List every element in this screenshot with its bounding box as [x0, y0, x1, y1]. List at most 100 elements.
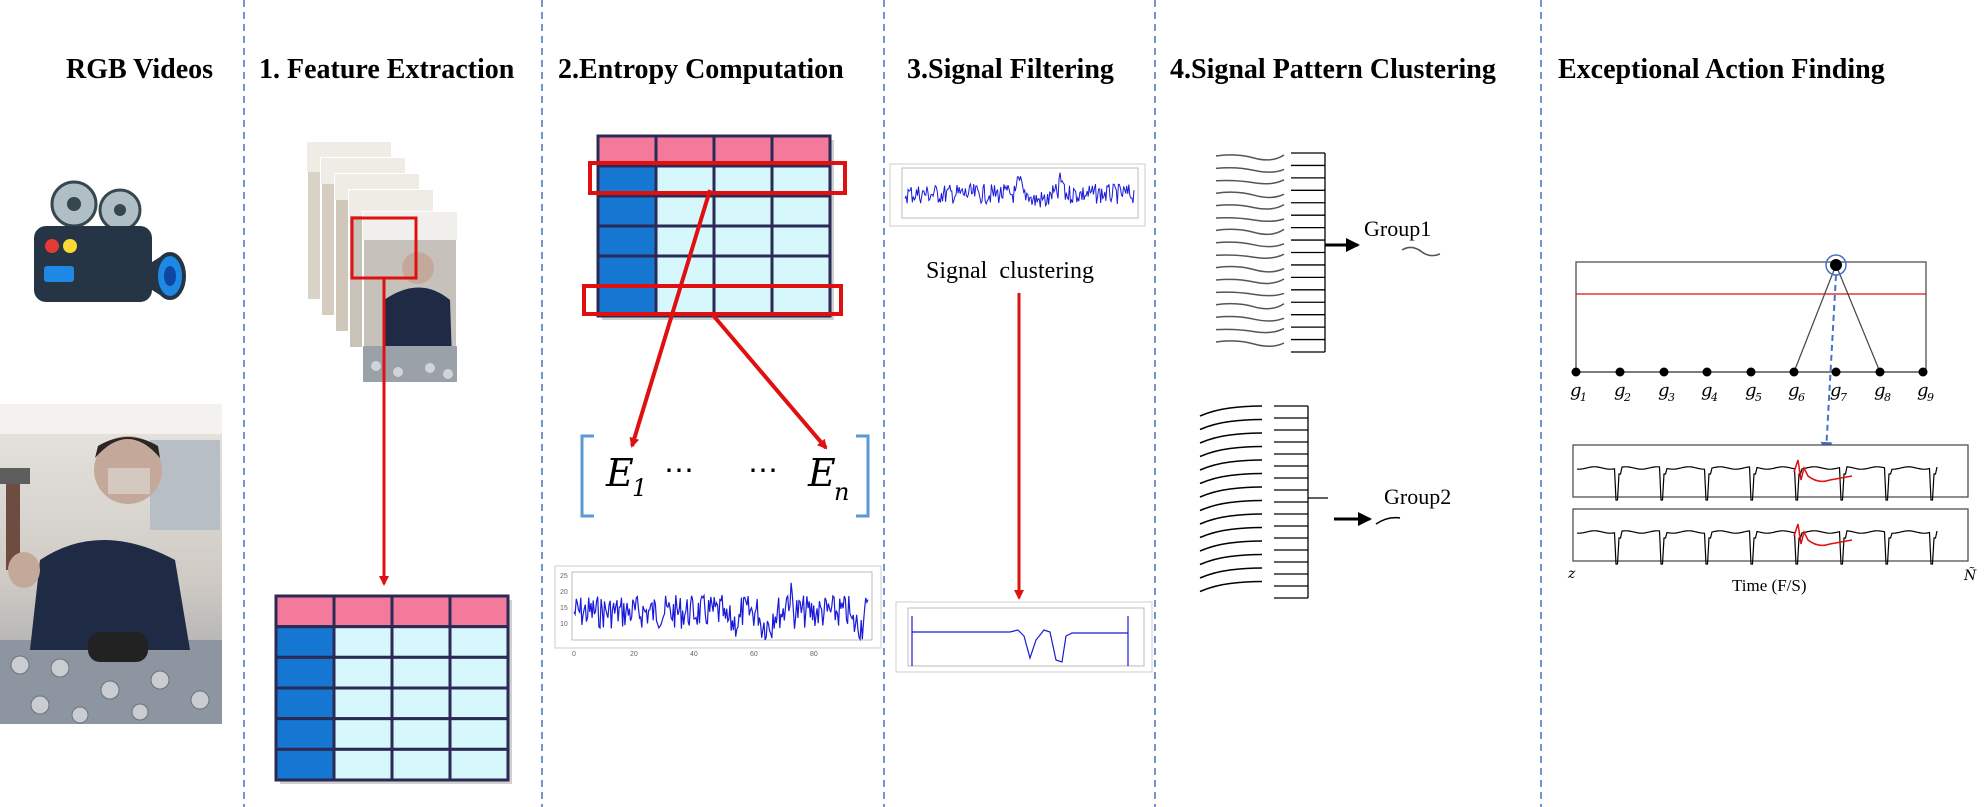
entropy-en: E [807, 451, 836, 495]
table-cell [654, 284, 716, 318]
filtered-signal-plot [895, 601, 1153, 673]
g-label: g [1701, 380, 1713, 401]
g-label-sub: 8 [1884, 391, 1891, 404]
entropy-vector: E 1 ⋯ ⋯ E n [580, 434, 870, 518]
g-label: g [1917, 380, 1929, 401]
entropy-en-sub: n [834, 478, 849, 506]
entropy-e1-sub: 1 [632, 474, 647, 502]
table-cell [596, 224, 658, 258]
table-cell [332, 717, 394, 751]
table-cell [448, 625, 510, 659]
table-cell [770, 254, 832, 288]
table-cell [448, 655, 510, 690]
signal-clustering-label: Signal clustering [926, 258, 1094, 284]
highlight-row-top [588, 161, 847, 195]
g-label-sub: 3 [1668, 391, 1675, 404]
g-label: g [1874, 380, 1886, 401]
table-cell [770, 284, 832, 318]
table-cell [390, 625, 452, 659]
action-signal-plot-2 [1572, 508, 1969, 565]
table-cell [770, 224, 832, 258]
table-cell [654, 224, 716, 258]
group-point [1875, 367, 1885, 377]
table-cell [448, 717, 510, 751]
g-label: g [1614, 380, 1626, 401]
table-cell [770, 194, 832, 228]
svg-text:80: 80 [810, 651, 818, 658]
g-label-sub: 5 [1755, 391, 1762, 404]
svg-text:25: 25 [560, 573, 568, 580]
raw-signal-plot [889, 163, 1146, 227]
g-label: g [1658, 380, 1670, 401]
group2-label: Group2 [1384, 484, 1451, 509]
table-cell [596, 194, 658, 228]
table-cell [448, 594, 510, 629]
table-cell [448, 686, 510, 721]
group-point [1746, 367, 1756, 377]
g-label-sub: 7 [1840, 391, 1847, 404]
g-label: g [1745, 380, 1757, 401]
group-point [1918, 367, 1928, 377]
g-label-sub: 6 [1798, 391, 1805, 404]
group-point [1702, 367, 1712, 377]
cluster-1: Group1 [1215, 152, 1441, 353]
entropy-e1: E [605, 451, 634, 495]
group-point [1571, 367, 1581, 377]
table-cell [274, 686, 336, 721]
svg-text:20: 20 [560, 589, 568, 596]
header-entropy-computation: 2.Entropy Computation [558, 54, 844, 85]
header-rgb-videos: RGB Videos [66, 54, 213, 85]
table-cell [596, 254, 658, 288]
entropy-dots-2: ⋯ [748, 453, 778, 488]
table-cell [712, 254, 774, 288]
entropy-arrow-left [629, 189, 712, 448]
entropy-arrow-right [710, 312, 828, 450]
video-camera-icon [34, 180, 186, 302]
table-cell [390, 717, 452, 751]
svg-text:20: 20 [630, 651, 638, 658]
g-label: g [1570, 380, 1582, 401]
g-label: g [1830, 380, 1842, 401]
time-axis-label: Time (F/S) [1732, 576, 1806, 595]
table-cell [274, 717, 336, 751]
svg-text:0: 0 [572, 651, 576, 658]
table-cell [274, 625, 336, 659]
table-cell [596, 284, 658, 318]
table-cell [390, 747, 452, 782]
g-label-sub: 2 [1623, 391, 1631, 404]
group-point [1659, 367, 1669, 377]
table-cell [274, 747, 336, 782]
g-label-sub: 1 [1580, 391, 1587, 404]
group-point [1831, 367, 1841, 377]
table-cell [332, 594, 394, 629]
header-exceptional-action-finding: Exceptional Action Finding [1558, 54, 1885, 85]
table-cell [712, 284, 774, 318]
action-signal-plot-1 [1572, 444, 1969, 501]
group1-label: Group1 [1364, 216, 1431, 241]
person-photo-icon [0, 404, 222, 724]
column-dividers [243, 0, 1542, 807]
g-label-sub: 9 [1927, 391, 1934, 404]
axis-end-label: Ñ [1963, 566, 1977, 584]
table-cell [332, 625, 394, 659]
header-signal-filtering: 3.Signal Filtering [907, 54, 1114, 85]
svg-text:10: 10 [560, 621, 568, 628]
g-label-sub: 4 [1710, 391, 1718, 404]
table-cell [332, 686, 394, 721]
g-label: g [1788, 380, 1800, 401]
table-cell [390, 686, 452, 721]
axis-start-label: z [1567, 566, 1576, 582]
group-point [1789, 367, 1799, 377]
table-cell [448, 747, 510, 782]
table-cell [390, 594, 452, 629]
table-cell [390, 655, 452, 690]
table-cell [274, 655, 336, 690]
cluster-2: Group2 [1199, 405, 1451, 599]
table-cell [332, 655, 394, 690]
table-cell [274, 594, 336, 629]
svg-text:40: 40 [690, 651, 698, 658]
svg-text:60: 60 [750, 651, 758, 658]
